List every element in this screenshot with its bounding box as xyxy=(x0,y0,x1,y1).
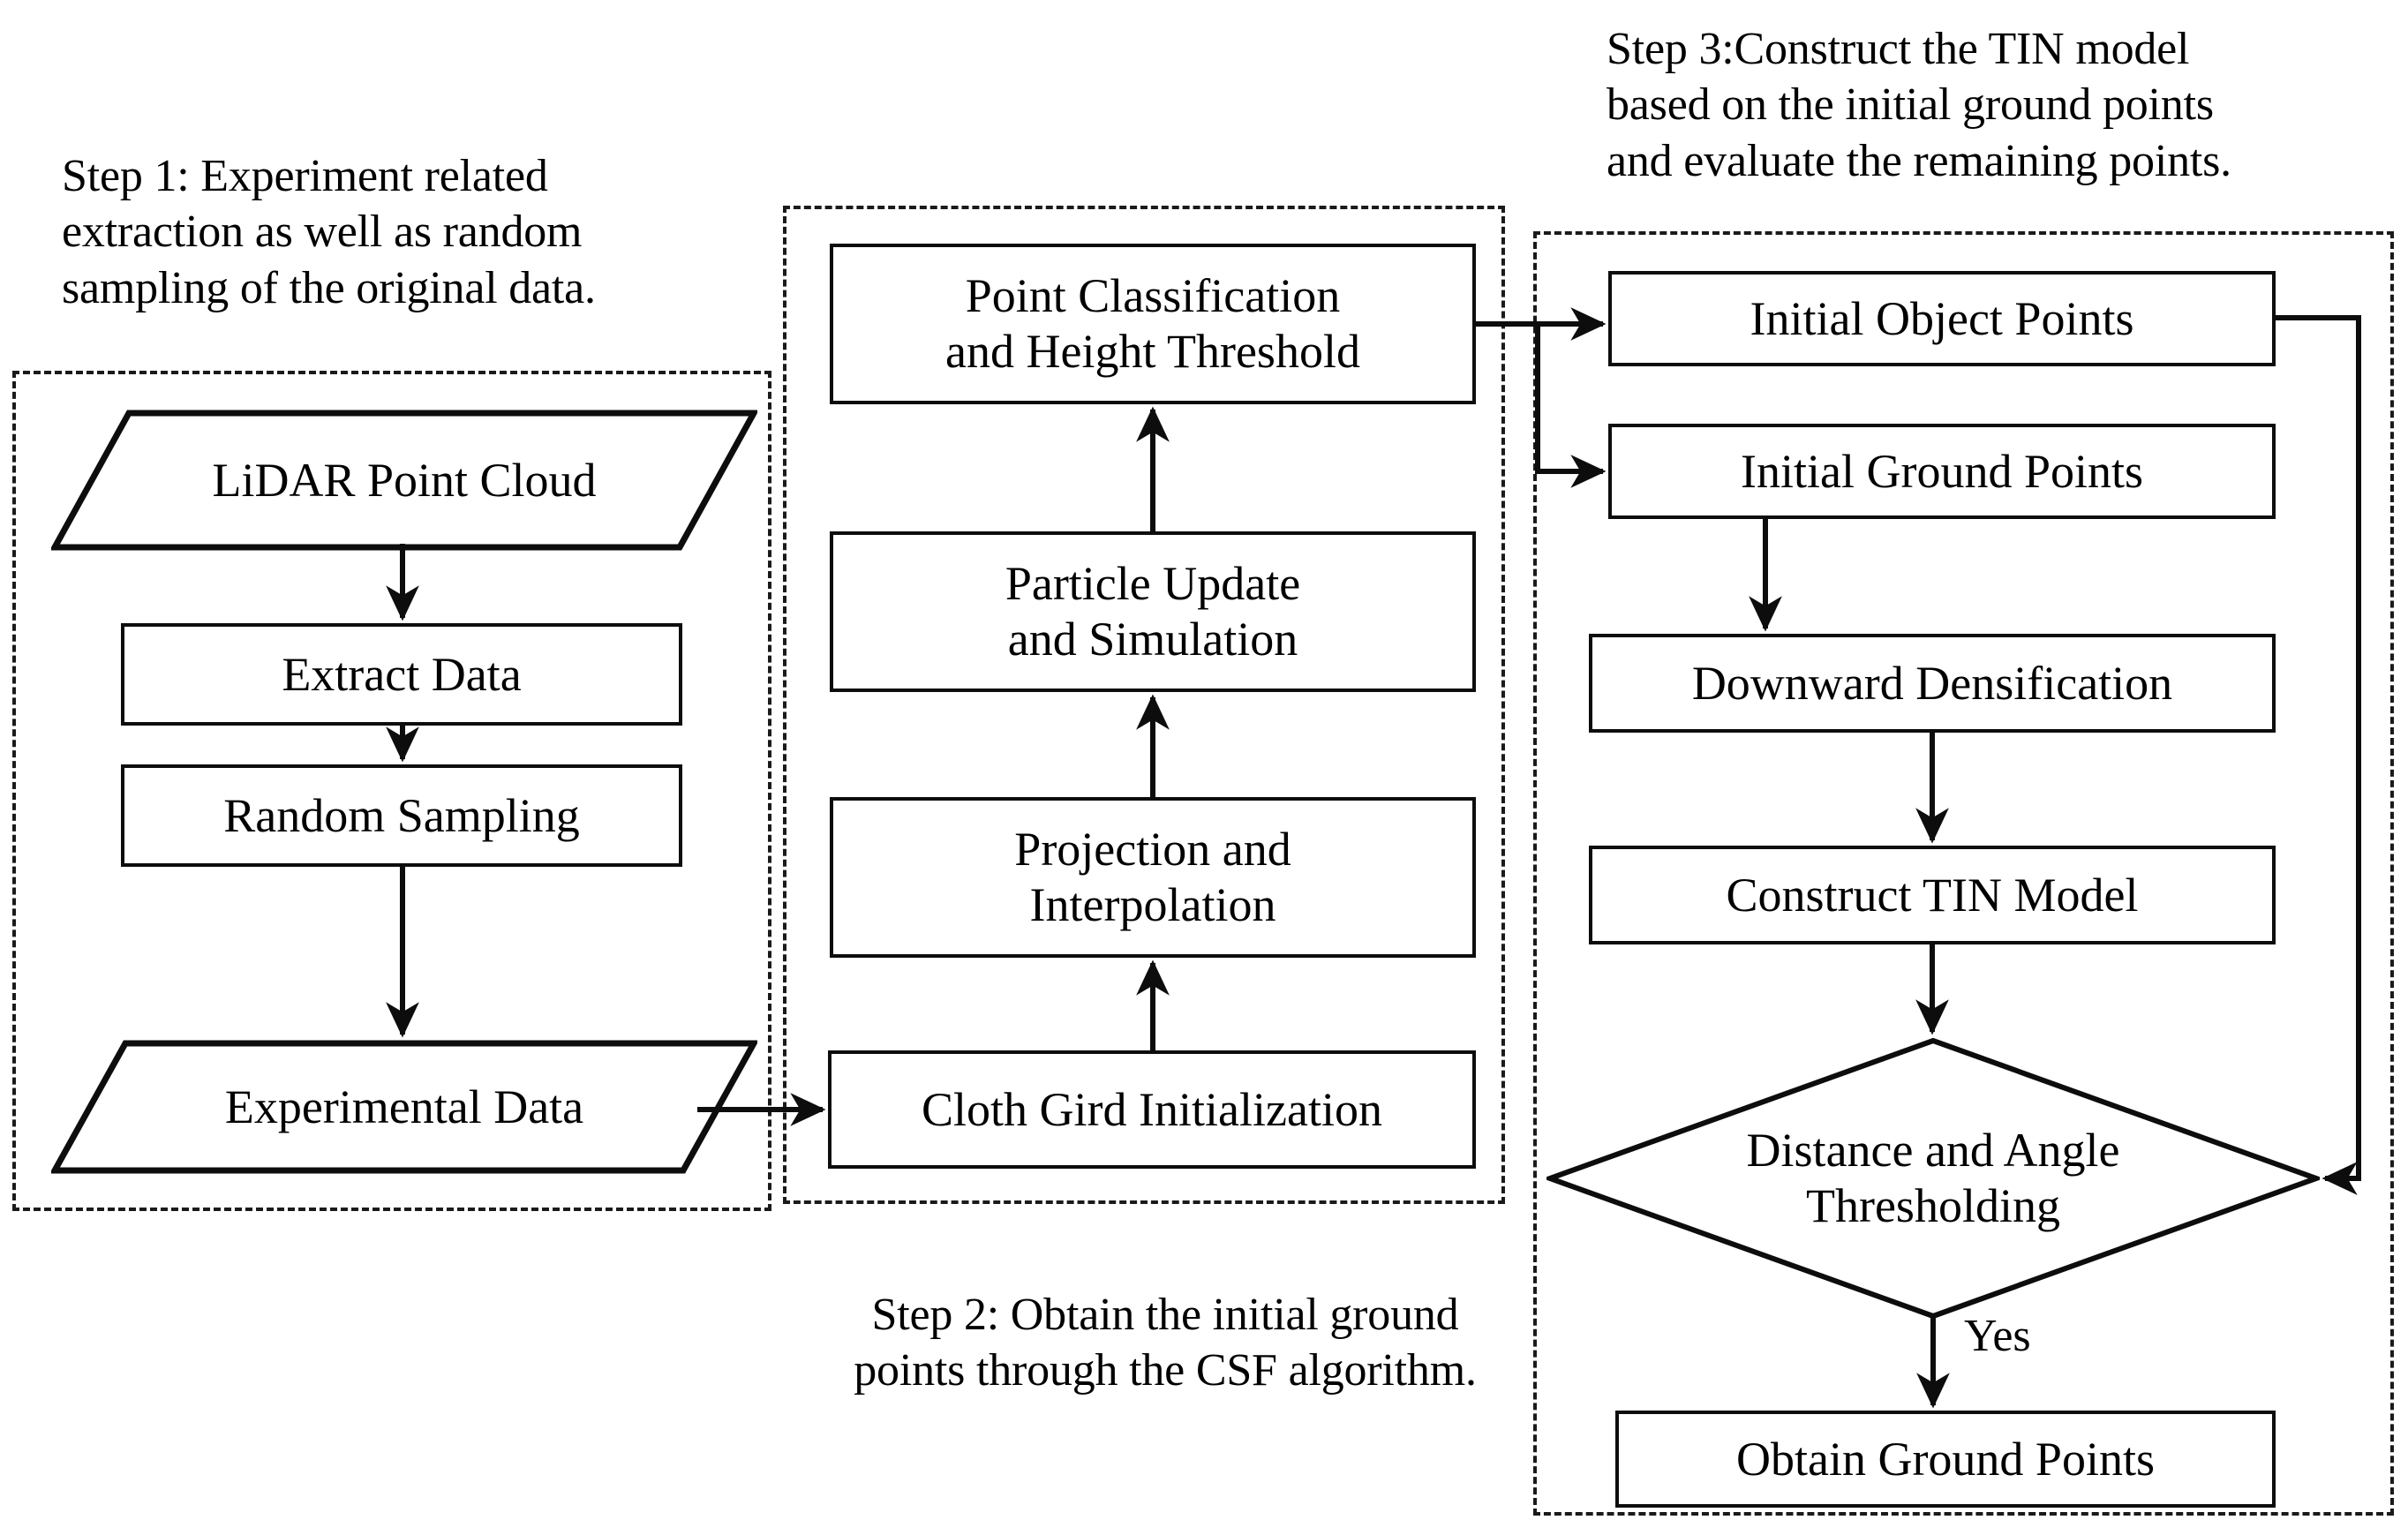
step2-caption: Step 2: Obtain the initial ground points… xyxy=(854,1290,1477,1396)
node-label: Extract Data xyxy=(282,647,522,701)
node-label: Downward Densification xyxy=(1691,656,2173,710)
node-particle-update[interactable]: Particle Update and Simulation xyxy=(830,531,1476,692)
node-label: Projection and Interpolation xyxy=(1014,823,1291,931)
parallelogram-shape xyxy=(51,1040,757,1174)
step3-caption: Step 3:Construct the TIN model based on … xyxy=(1607,24,2231,186)
node-projection-interpolation[interactable]: Projection and Interpolation xyxy=(830,797,1476,958)
node-label: Initial Object Points xyxy=(1750,291,2134,345)
node-extract-data[interactable]: Extract Data xyxy=(121,623,682,726)
node-lidar-point-cloud[interactable]: LiDAR Point Cloud xyxy=(51,410,757,551)
node-label: LiDAR Point Cloud xyxy=(212,454,597,507)
step1-group xyxy=(12,371,771,1211)
node-label: Initial Ground Points xyxy=(1741,444,2143,498)
step1-caption: Step 1: Experiment related extraction as… xyxy=(62,151,596,313)
node-downward-densification[interactable]: Downward Densification xyxy=(1589,634,2276,733)
node-initial-object-points[interactable]: Initial Object Points xyxy=(1608,271,2276,366)
node-initial-ground-points[interactable]: Initial Ground Points xyxy=(1608,424,2276,519)
node-construct-tin-model[interactable]: Construct TIN Model xyxy=(1589,846,2276,944)
node-random-sampling[interactable]: Random Sampling xyxy=(121,764,682,867)
node-distance-angle-thresholding[interactable]: Distance and Angle Thresholding xyxy=(1546,1037,2320,1320)
node-label: Cloth Gird Initialization xyxy=(922,1082,1382,1136)
step3-group xyxy=(1533,231,2394,1516)
node-label: Point Classification and Height Threshol… xyxy=(945,269,1360,378)
node-point-classification[interactable]: Point Classification and Height Threshol… xyxy=(830,244,1476,404)
node-obtain-ground-points[interactable]: Obtain Ground Points xyxy=(1615,1411,2276,1508)
node-label: Construct TIN Model xyxy=(1726,868,2139,922)
node-label: Obtain Ground Points xyxy=(1735,1432,2155,1486)
node-cloth-gird-initialization[interactable]: Cloth Gird Initialization xyxy=(828,1050,1476,1169)
node-experimental-data[interactable]: Experimental Data xyxy=(51,1040,757,1174)
node-label: Particle Update and Simulation xyxy=(1005,557,1301,666)
node-label: Random Sampling xyxy=(223,788,580,842)
edge-label-yes: Yes xyxy=(1964,1311,2031,1361)
parallelogram-shape xyxy=(51,410,757,551)
node-label: Distance and Angle Thresholding xyxy=(1746,1124,2120,1232)
node-label: Experimental Data xyxy=(224,1080,584,1133)
step2-group xyxy=(783,206,1505,1204)
